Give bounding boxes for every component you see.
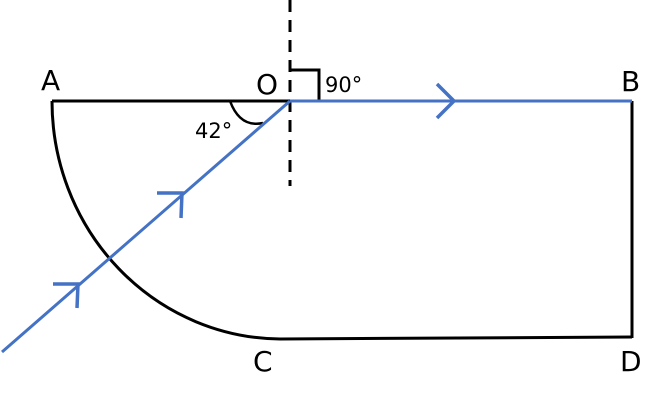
label-C: C	[253, 345, 273, 378]
label-B: B	[621, 65, 640, 98]
label-D: D	[620, 345, 642, 378]
incident-angle-label: 42°	[195, 119, 232, 143]
arrowhead-icon	[435, 82, 457, 120]
edge-CD	[279, 335, 633, 341]
label-O: O	[256, 68, 278, 101]
arrowhead-icon	[53, 282, 80, 309]
angle-arc	[228, 100, 264, 125]
curved-edge-AC	[50, 100, 281, 341]
arrowhead-icon	[157, 191, 184, 219]
right-angle-label: 90°	[325, 73, 362, 97]
incident-ray	[1, 99, 291, 354]
right-angle-marker	[290, 68, 321, 101]
label-A: A	[41, 64, 60, 97]
